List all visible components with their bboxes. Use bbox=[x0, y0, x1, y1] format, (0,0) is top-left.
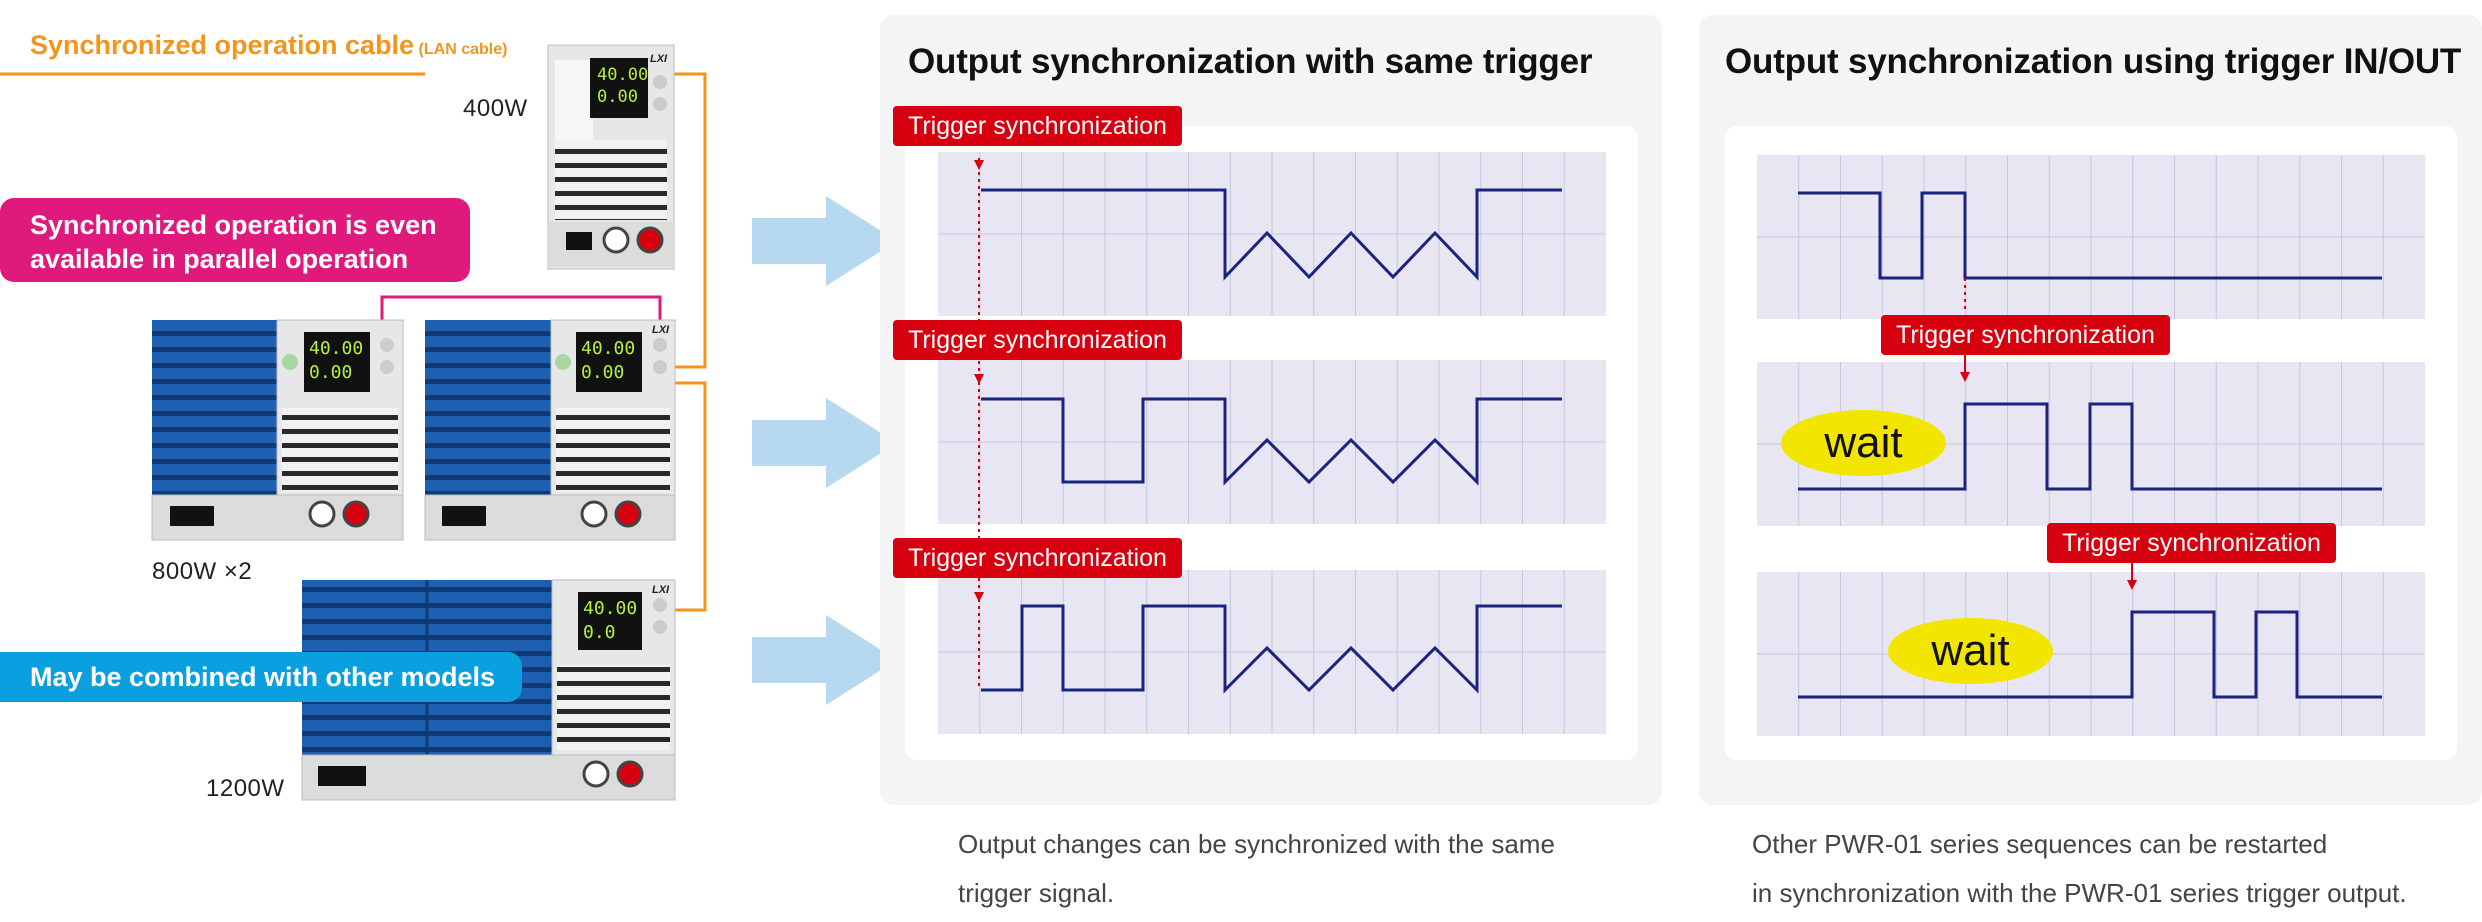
display-current: 0.00 bbox=[597, 87, 638, 107]
watt-label-400: 400W bbox=[463, 95, 528, 122]
callout-parallel: Synchronized operation is even available… bbox=[0, 198, 470, 282]
panel-same-trigger-title: Output synchronization with same trigger bbox=[908, 42, 1593, 81]
caption-line2: in synchronization with the PWR-01 serie… bbox=[1752, 878, 2407, 908]
psu-400w: 40.00 0.00 LXI bbox=[547, 44, 675, 270]
waveform-out-1 bbox=[1798, 191, 2382, 280]
sync-cable-lines bbox=[0, 72, 707, 612]
display-voltage: 40.00 bbox=[309, 338, 363, 359]
trigger-tag-1: Trigger synchronization bbox=[893, 106, 1182, 146]
panel-trigger-in-out-title: Output synchronization using trigger IN/… bbox=[1725, 42, 2462, 81]
cable-label-sub: (LAN cable) bbox=[418, 41, 508, 58]
hardware-illustration: 40.00 0.00 LXI 40.00 0.00 40.00 0.00 LXI bbox=[0, 44, 707, 801]
waveform-2 bbox=[981, 397, 1562, 486]
callout-parallel-line2: available in parallel operation bbox=[30, 244, 409, 274]
display-current: 0.0 bbox=[583, 622, 616, 643]
wait-badge-2: wait bbox=[1888, 618, 2053, 684]
callout-combined: May be combined with other models bbox=[0, 652, 522, 702]
wait-badge-1: wait bbox=[1781, 410, 1946, 476]
waveform-out-3 bbox=[1798, 610, 2382, 699]
display-current: 0.00 bbox=[309, 362, 352, 383]
trigger-tag-3: Trigger synchronization bbox=[893, 538, 1182, 578]
watt-label-1200: 1200W bbox=[206, 775, 285, 802]
display-voltage: 40.00 bbox=[597, 65, 648, 85]
caption-line1: Output changes can be synchronized with … bbox=[958, 829, 1555, 859]
caption-line1: Other PWR-01 series sequences can be res… bbox=[1752, 829, 2328, 859]
waveform-3 bbox=[981, 604, 1562, 694]
flow-arrow-2 bbox=[752, 398, 897, 488]
lxi-logo: LXI bbox=[650, 53, 668, 65]
display-voltage: 40.00 bbox=[583, 598, 637, 619]
psu-800w-right: 40.00 0.00 LXI bbox=[424, 319, 676, 541]
display-current: 0.00 bbox=[581, 362, 624, 383]
trigger-out-markers bbox=[1960, 278, 2137, 590]
flow-arrow-1 bbox=[752, 196, 897, 286]
flow-arrow-3 bbox=[752, 615, 897, 705]
caption-line2: trigger signal. bbox=[958, 878, 1115, 908]
watt-label-800: 800W ×2 bbox=[152, 558, 253, 585]
panel-same-trigger-caption: Output changes can be synchronized with … bbox=[958, 829, 1658, 908]
trigger-dotted-line bbox=[974, 158, 984, 690]
trigger-tag-out-1: Trigger synchronization bbox=[1881, 315, 2170, 355]
panel-trigger-in-out-caption: Other PWR-01 series sequences can be res… bbox=[1752, 829, 2472, 908]
waveform-1 bbox=[981, 188, 1562, 281]
trigger-tag-out-2: Trigger synchronization bbox=[2047, 523, 2336, 563]
trigger-tag-2: Trigger synchronization bbox=[893, 320, 1182, 360]
callout-parallel-line1: Synchronized operation is even bbox=[30, 210, 437, 240]
display-voltage: 40.00 bbox=[581, 338, 635, 359]
callout-combined-text: May be combined with other models bbox=[30, 662, 496, 692]
psu-800w-left: 40.00 0.00 bbox=[151, 319, 404, 541]
waveform-out-2 bbox=[1798, 402, 2382, 491]
lxi-logo: LXI bbox=[652, 584, 670, 596]
psu-1200w: 40.00 0.0 LXI bbox=[301, 579, 676, 801]
cable-label: Synchronized operation cable (LAN cable) bbox=[30, 30, 507, 61]
lxi-logo: LXI bbox=[652, 324, 670, 336]
cable-label-main: Synchronized operation cable bbox=[30, 30, 415, 60]
